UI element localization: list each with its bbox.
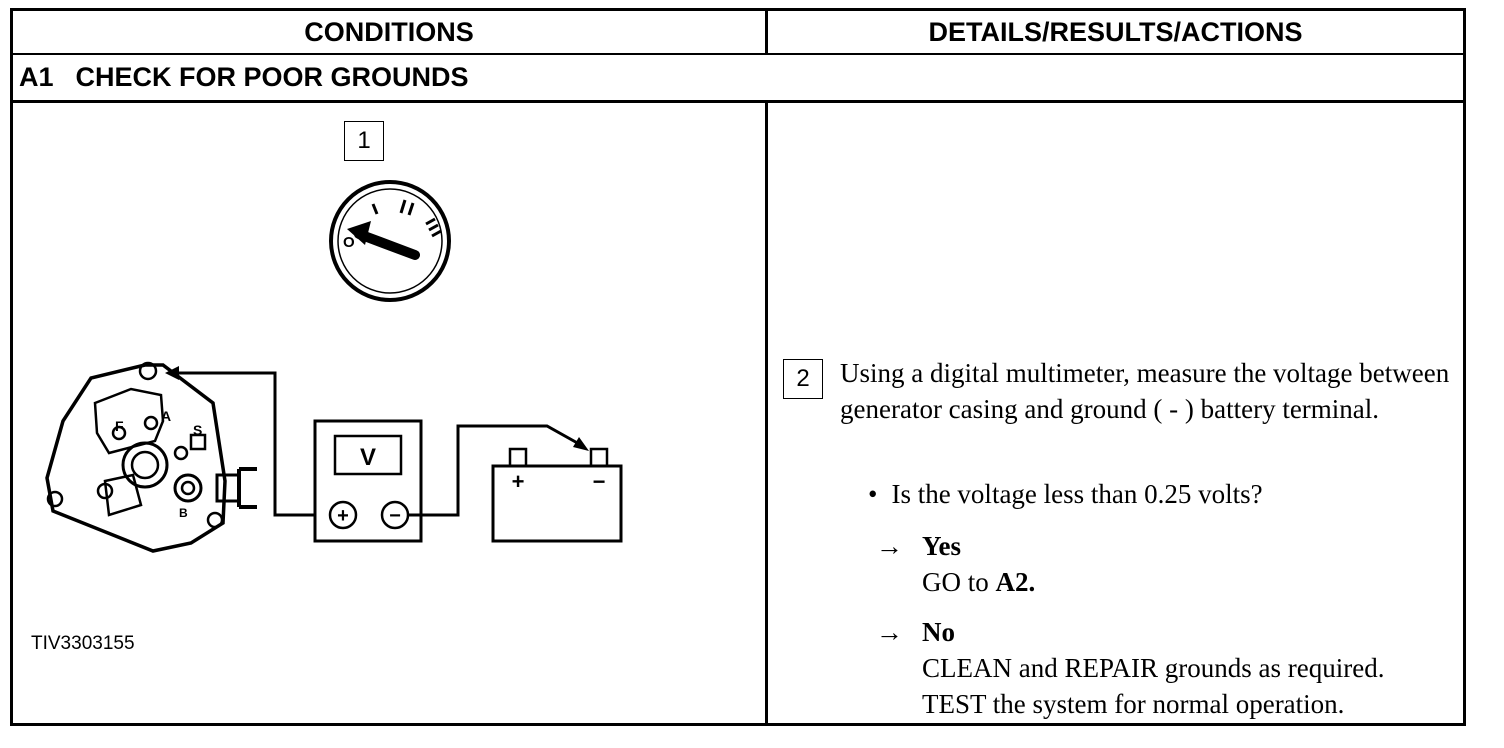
conditions-cell: O [13, 103, 768, 723]
meter-minus-jack: − [389, 505, 401, 527]
test-setup-illustration: O [45, 180, 623, 553]
probe-wire-positive [171, 371, 333, 517]
yes-action: GO to A2. [922, 564, 1035, 600]
yes-label: Yes [922, 531, 961, 561]
meter-plus-jack: + [337, 505, 349, 527]
no-label: No [922, 617, 955, 647]
terminal-b-label: B [179, 506, 188, 520]
step-2-instruction: Using a digital multimeter, measure the … [840, 358, 1450, 424]
arrow-right-icon: → [876, 617, 903, 647]
no-action-line-2: TEST the system for normal operation. [922, 689, 1345, 719]
figure-id: TIV3303155 [31, 633, 135, 654]
no-action-line-1: CLEAN and REPAIR grounds as required. [922, 653, 1385, 683]
bullet-icon: • [868, 479, 878, 509]
header-conditions: CONDITIONS [13, 11, 768, 55]
section-name: CHECK FOR POOR GROUNDS [75, 62, 469, 92]
probe-tip-battery [573, 437, 589, 451]
step-1-box: 1 [344, 121, 384, 161]
battery-minus-label: − [593, 469, 606, 494]
step-2-question: • Is the voltage less than 0.25 volts? [868, 476, 1428, 512]
ignition-switch-icon [329, 180, 451, 302]
yes-action-target: A2. [995, 567, 1036, 597]
arrow-right-icon: → [876, 531, 903, 561]
question-text: Is the voltage less than 0.25 volts? [891, 479, 1263, 509]
probe-wire-negative [408, 424, 582, 517]
ignition-pos-off: O [343, 234, 355, 251]
terminal-f-label: F [115, 418, 124, 434]
alternator-icon [45, 361, 257, 553]
battery-icon [491, 447, 623, 543]
terminal-a-label: A [161, 408, 171, 424]
diagnostic-table: CONDITIONS DETAILS/RESULTS/ACTIONS A1 CH… [10, 8, 1466, 726]
details-cell: 2 Using a digital multimeter, measure th… [768, 103, 1463, 723]
header-details: DETAILS/RESULTS/ACTIONS [768, 11, 1463, 55]
section-id: A1 [19, 62, 54, 92]
probe-tip-casing [165, 366, 179, 380]
section-title: A1 CHECK FOR POOR GROUNDS [13, 55, 1463, 103]
step-2-box: 2 [783, 359, 823, 399]
terminal-s-label: S [193, 422, 202, 438]
yes-action-prefix: GO to [922, 567, 996, 597]
meter-display: V [360, 444, 376, 471]
battery-plus-label: + [512, 469, 525, 494]
multimeter-icon [313, 419, 423, 543]
